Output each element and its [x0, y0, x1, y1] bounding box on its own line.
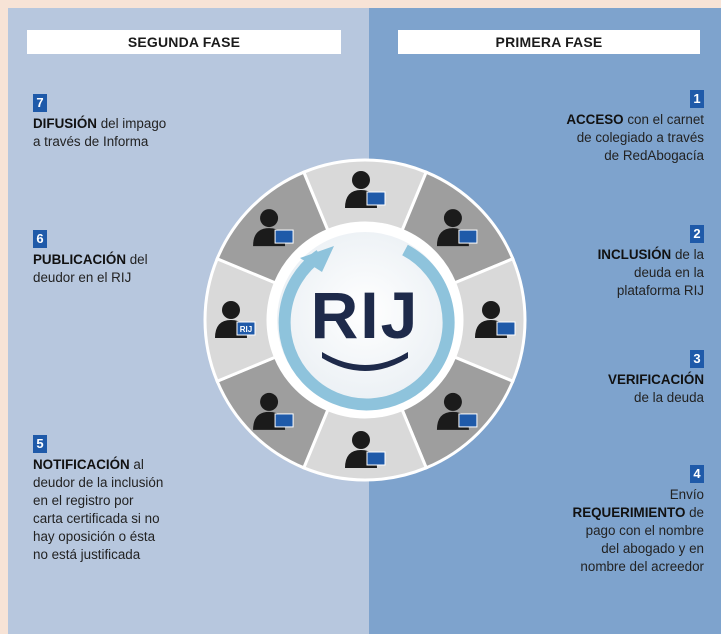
- step-prefix: Envío: [669, 487, 704, 502]
- step-4: 4 Envío REQUERIMIENTO de pago con el nom…: [572, 465, 704, 574]
- cycle-arrowhead: [300, 246, 334, 272]
- step-number: 7: [33, 94, 47, 112]
- step-keyword: ACCESO: [566, 112, 624, 127]
- step-keyword: DIFUSIÓN: [33, 116, 97, 131]
- step-number: 4: [690, 465, 704, 483]
- step-number: 6: [33, 230, 47, 248]
- wheel-center-inner: [277, 232, 453, 408]
- user-tie-folder-icon: [436, 392, 478, 430]
- step-2: 2 INCLUSIÓN de la deuda en la plataforma…: [597, 225, 704, 298]
- rij-folder-user-icon: RIJ: [215, 301, 256, 338]
- step-number: 5: [33, 435, 47, 453]
- cycle-arrow-ring: [278, 244, 455, 411]
- folder-rij-label: RIJ: [240, 325, 252, 334]
- rij-logo: RIJ: [311, 278, 420, 352]
- step-number: 1: [690, 90, 704, 108]
- step-3: 3 VERIFICACIÓN de la deuda: [608, 350, 704, 405]
- step-keyword: NOTIFICACIÓN: [33, 457, 130, 472]
- step-1: 1 ACCESO con el carnet de colegiado a tr…: [566, 90, 704, 163]
- search-profile-icon: [345, 171, 386, 208]
- second-phase-title: SEGUNDA FASE: [27, 30, 341, 54]
- user-folder-icon: [475, 301, 516, 338]
- step-number: 2: [690, 225, 704, 243]
- rij-logo-smile: [322, 352, 408, 371]
- user-computer-icon: [436, 209, 478, 247]
- step-keyword: REQUERIMIENTO: [572, 505, 686, 520]
- user-mail-icon: [345, 431, 386, 468]
- step-number: 3: [690, 350, 704, 368]
- user-mail-icon: [253, 209, 294, 247]
- step-7: 7 DIFUSIÓN del impago a través de Inform…: [33, 94, 167, 149]
- step-5: 5 NOTIFICACIÓN al deudor de la inclusión…: [33, 435, 164, 562]
- step-6: 6 PUBLICACIÓN del deudor en el RIJ: [33, 230, 148, 285]
- money-bag-euro-icon: [253, 392, 294, 430]
- first-phase-title: PRIMERA FASE: [398, 30, 700, 54]
- wheel-icons: RIJ: [215, 171, 516, 468]
- step-keyword: VERIFICACIÓN: [608, 372, 704, 387]
- step-keyword: INCLUSIÓN: [597, 247, 672, 262]
- step-keyword: PUBLICACIÓN: [33, 252, 126, 267]
